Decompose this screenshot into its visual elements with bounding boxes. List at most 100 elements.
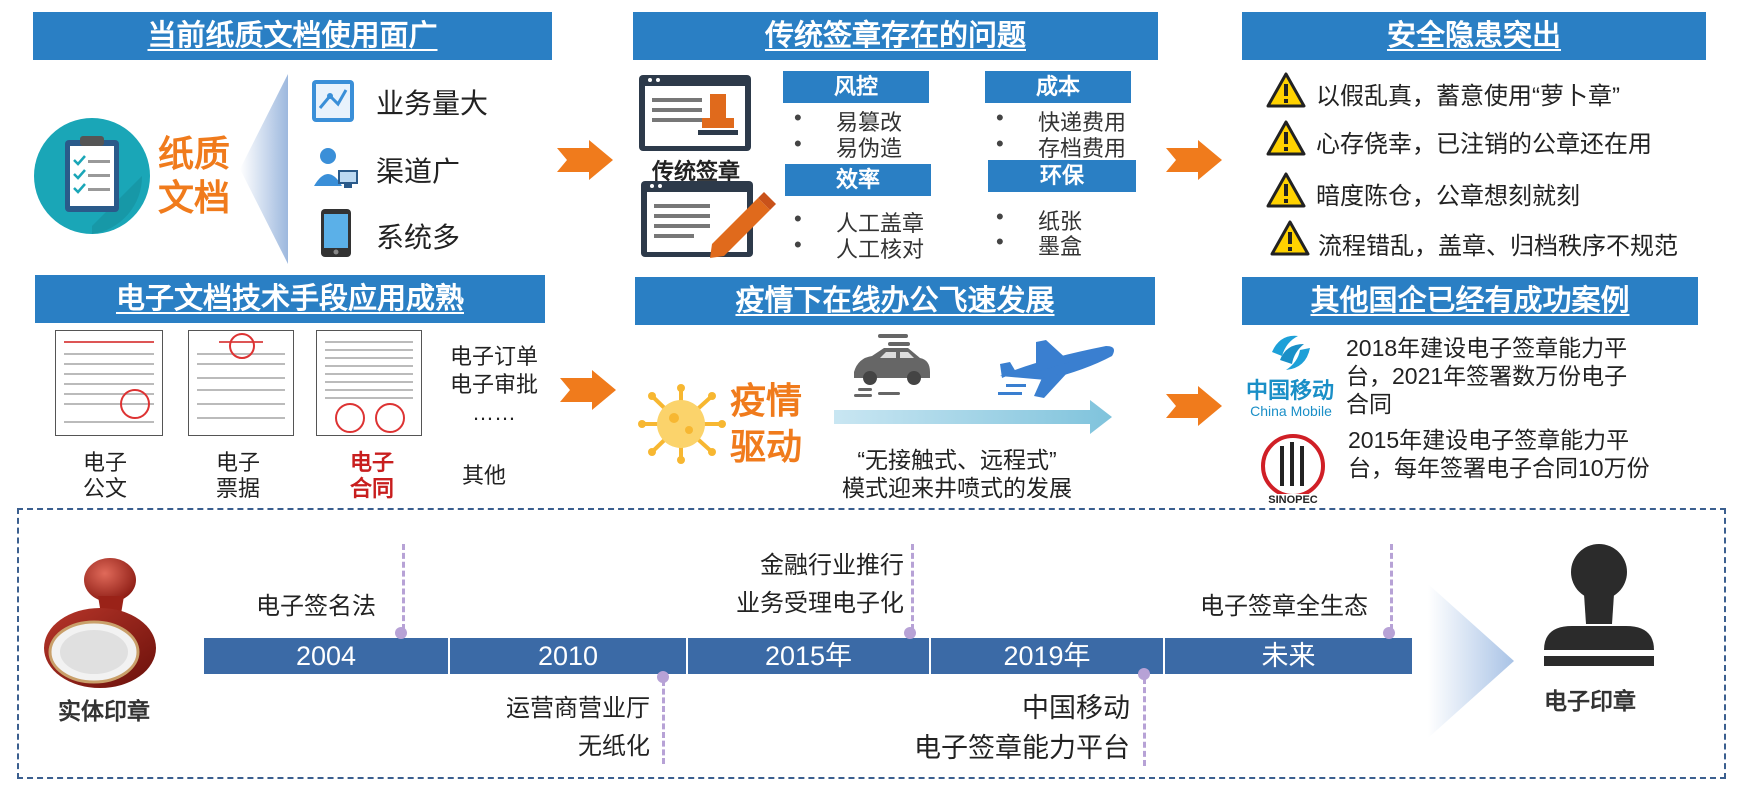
phone-icon: [320, 208, 352, 263]
transition-arrow-decoration: [1428, 584, 1514, 743]
event-dot: [904, 627, 916, 639]
electronic-panel-header: 电子文档技术手段应用成熟: [35, 275, 545, 323]
paper-item-volume: 业务量大: [376, 88, 489, 119]
arrow-right-icon: [1166, 386, 1222, 431]
doc-label-line: 电子: [349, 450, 394, 475]
traditional-caption: 传统签章: [652, 159, 741, 184]
speed-arrow: [834, 400, 1112, 439]
paper-big-label-2: 文档: [158, 177, 231, 218]
event-text: 电子签章全生态: [1200, 593, 1368, 620]
event-connector: [662, 680, 665, 764]
warning-icon: [1266, 120, 1306, 156]
china-mobile-logo-icon: [1272, 335, 1310, 370]
warning-icon: [1266, 72, 1306, 108]
arrow-right-icon: [1166, 140, 1222, 185]
doc-label-line: 票据: [215, 476, 260, 501]
pandemic-big-label-1: 疫情: [730, 380, 803, 421]
other-list-item: 电子订单: [450, 344, 539, 369]
event-dot: [1383, 627, 1395, 639]
electronic-seal-icon: [1540, 542, 1658, 675]
other-list-item: ……: [472, 400, 516, 425]
china-mobile-logo: 中国移动 China Mobile: [1244, 330, 1338, 419]
security-item: 心存侥幸，已注销的公章还在用: [1316, 131, 1652, 158]
svg-text:SINOPEC: SINOPEC: [1268, 494, 1318, 506]
pandemic-caption-line: 模式迎来井喷式的发展: [842, 475, 1072, 501]
doc-label-line: 公文: [82, 476, 127, 501]
event-below-2010: 运营商营业厅 无纸化: [470, 690, 650, 766]
virus-icon: [634, 384, 728, 469]
event-above-future: 电子签章全生态: [1200, 586, 1368, 621]
china-mobile-logo-en: China Mobile: [1250, 403, 1332, 419]
case-text-line: 2018年建设电子签章能力平: [1346, 335, 1628, 361]
category-cost: 成本: [985, 71, 1131, 103]
doc-label-other: 其他: [462, 463, 507, 488]
pandemic-caption: “无接触式、远程式” 模式迎来井喷式的发展: [812, 446, 1102, 502]
event-text: 运营商营业厅: [506, 695, 650, 722]
china-mobile-case-text: 2018年建设电子签章能力平 台，2021年签署数万份电子 合同: [1346, 334, 1627, 418]
event-connector: [402, 544, 405, 630]
warning-icon: [1270, 220, 1310, 256]
event-text: 中国移动: [1022, 693, 1130, 723]
case-text-line: 台，2021年签署数万份电子: [1346, 363, 1628, 389]
event-dot: [395, 627, 407, 639]
security-item: 流程错乱，盖章、归档秩序不规范: [1318, 233, 1678, 260]
doc-label-line: 合同: [349, 476, 394, 501]
category-efficiency: 效率: [785, 164, 931, 196]
paper-big-label-1: 纸质: [158, 133, 231, 174]
sinopec-logo: SINOPEC: [1256, 432, 1330, 511]
stamp-document-icon: [638, 74, 754, 157]
event-text: 电子签名法: [256, 593, 376, 620]
timeline-segment-2004: 2004: [204, 638, 450, 674]
airplane-icon: [996, 336, 1118, 407]
case-text-line: 合同: [1346, 391, 1392, 417]
category-environment: 环保: [988, 160, 1136, 192]
traditional-panel-header: 传统签章存在的问题: [633, 12, 1158, 60]
arrow-right-icon: [560, 370, 616, 415]
pandemic-big-label: 疫情 驱动: [730, 378, 802, 470]
event-text: 电子签章能力平台: [914, 733, 1130, 763]
paper-panel-header: 当前纸质文档使用面广: [33, 12, 552, 60]
timeline-segment-2015: 2015年: [688, 638, 931, 674]
map-icon: [310, 78, 356, 129]
pandemic-panel-header: 疫情下在线办公飞速发展: [635, 277, 1155, 325]
document-thumbnail: [188, 330, 294, 436]
physical-seal-label: 实体印章: [58, 698, 150, 724]
case-text-line: 2015年建设电子签章能力平: [1348, 427, 1630, 453]
paper-big-label: 纸质 文档: [158, 132, 230, 220]
event-connector: [1390, 544, 1393, 630]
arrow-right-icon: [557, 140, 613, 185]
doc-label-line: 电子: [215, 450, 260, 475]
physical-seal-icon: [40, 556, 158, 697]
event-text: 无纸化: [578, 733, 650, 760]
event-text: 金融行业推行: [760, 552, 904, 579]
category-risk: 风控: [783, 71, 929, 103]
environment-item: 墨盒: [996, 229, 1082, 261]
doc-label-line: 电子: [82, 450, 127, 475]
timeline-segment-2010: 2010: [450, 638, 688, 674]
event-text: 业务受理电子化: [736, 590, 904, 617]
event-connector: [1143, 678, 1146, 766]
clipboard-icon: [32, 116, 152, 236]
pandemic-caption-line: “无接触式、远程式”: [857, 447, 1057, 473]
cost-item: 存档费用: [996, 131, 1126, 163]
security-item: 暗度陈仓，公章想刻就刻: [1316, 183, 1580, 210]
pen-document-icon: [640, 180, 780, 265]
event-dot: [1138, 668, 1150, 680]
car-icon: [848, 332, 936, 403]
user-computer-icon: [312, 146, 360, 197]
timeline-segment-2019: 2019年: [931, 638, 1165, 674]
timeline-frame: [17, 508, 1726, 779]
event-connector: [911, 544, 914, 630]
pandemic-big-label-2: 驱动: [730, 426, 803, 467]
paper-item-channels: 渠道广: [376, 156, 461, 187]
event-dot: [657, 671, 669, 683]
document-thumbnail: [55, 330, 163, 436]
case-text-line: 台，每年签署电子合同10万份: [1348, 455, 1650, 481]
event-above-2015: 金融行业推行 业务受理电子化: [734, 547, 904, 623]
paper-fan-decoration: [240, 74, 288, 269]
event-below-2019: 中国移动 电子签章能力平台: [890, 688, 1130, 768]
doc-label-official: 电子 公文: [60, 450, 150, 502]
timeline-segment-future: 未来: [1165, 638, 1412, 674]
risk-item: 易伪造: [794, 131, 902, 163]
security-panel-header: 安全隐患突出: [1242, 12, 1706, 60]
